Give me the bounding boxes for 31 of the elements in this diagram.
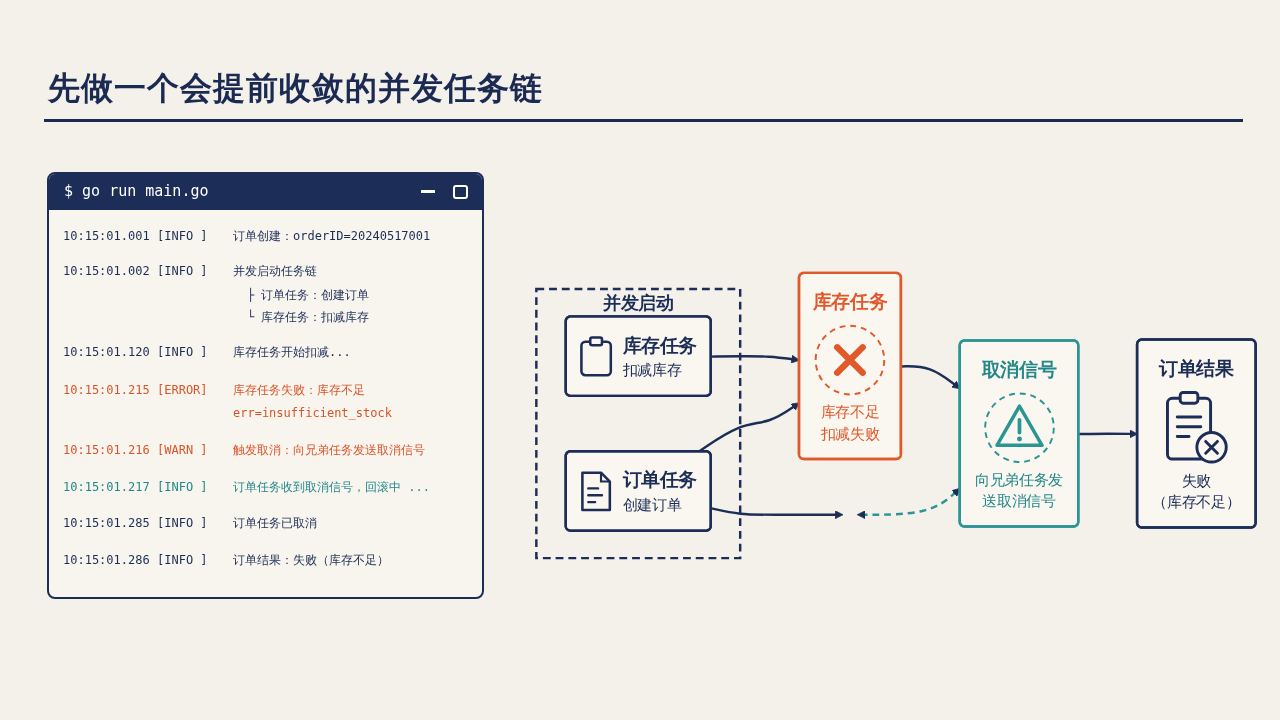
log-level: [INFO ] — [157, 263, 208, 279]
log-message: 库存任务失败：库存不足 — [233, 382, 365, 398]
log-message: 订单结果：失败（库存不足） — [233, 552, 389, 568]
arrow — [1078, 429, 1138, 438]
log-timestamp: 10:15:01.215 — [63, 382, 150, 398]
log-timestamp: 10:15:01.216 — [63, 442, 150, 458]
log-timestamp: 10:15:01.286 — [63, 552, 150, 568]
log-timestamp: 10:15:01.002 — [63, 263, 150, 279]
log-message: 订单任务收到取消信号，回滚中 ... — [233, 479, 430, 495]
log-message: └ 库存任务：扣减库存 — [247, 309, 370, 325]
page-title: 先做一个会提前收敛的并发任务链 — [48, 68, 543, 108]
log-message: ├ 订单任务：创建订单 — [247, 287, 370, 303]
log-level: [INFO ] — [157, 515, 208, 531]
log-message: 订单创建：orderID=20240517001 — [233, 228, 431, 244]
log-timestamp: 10:15:01.285 — [63, 515, 150, 531]
log-level: [INFO ] — [157, 344, 208, 360]
log-message: 库存任务开始扣减... — [233, 344, 351, 360]
log-message: err=insufficient_stock — [233, 405, 392, 421]
log-message: 并发启动任务链 — [233, 263, 317, 279]
log-level: [ERROR] — [157, 382, 208, 398]
log-timestamp: 10:15:01.001 — [63, 228, 150, 244]
log-level: [INFO ] — [157, 552, 208, 568]
log-message: 触发取消：向兄弟任务发送取消信号 — [233, 442, 425, 458]
log-timestamp: 10:15:01.120 — [63, 344, 150, 360]
log-message: 订单任务已取消 — [233, 515, 317, 531]
log-level: [INFO ] — [157, 479, 208, 495]
arrow — [711, 506, 844, 519]
command-text: $ go run main.go — [64, 182, 209, 200]
log-level: [INFO ] — [157, 228, 208, 244]
log-level: [WARN ] — [157, 442, 208, 458]
log-timestamp: 10:15:01.217 — [63, 479, 150, 495]
